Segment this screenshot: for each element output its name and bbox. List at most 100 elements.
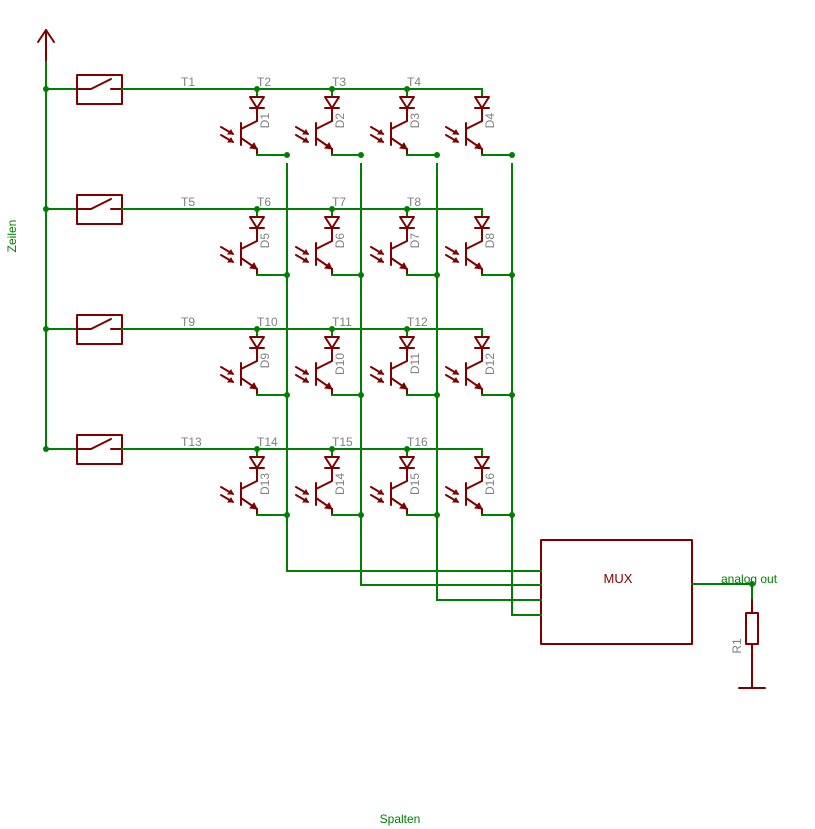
diode-label: D12	[483, 353, 497, 375]
diode-label: D11	[408, 353, 422, 374]
emitter-arrow	[474, 262, 483, 270]
transistor-collector	[240, 240, 258, 250]
junction-dot	[509, 152, 515, 158]
junction-dot	[284, 152, 290, 158]
transistor-collector	[390, 480, 408, 490]
diode-symbol	[474, 96, 490, 109]
switch-contact	[90, 78, 112, 90]
columns-label: Spalten	[380, 812, 421, 826]
light-arrowhead	[377, 129, 384, 135]
switch-contact	[90, 198, 112, 210]
diode-symbol	[474, 336, 490, 349]
light-arrowhead	[227, 257, 234, 263]
light-arrowhead	[452, 129, 459, 135]
cell-label: T11	[332, 315, 352, 329]
light-arrowhead	[377, 497, 384, 503]
diode-symbol	[324, 456, 340, 469]
transistor-collector	[465, 120, 483, 130]
light-arrowhead	[302, 249, 309, 255]
emitter-arrow	[249, 142, 258, 150]
diode-symbol	[474, 456, 490, 469]
multiplexer: MUX	[540, 539, 693, 645]
light-arrowhead	[377, 257, 384, 263]
junction-dot	[358, 152, 364, 158]
emitter-arrow	[474, 382, 483, 390]
cell-label: T12	[407, 315, 428, 329]
transistor-collector	[240, 480, 258, 490]
mux-label: MUX	[604, 571, 633, 586]
emitter-arrow	[474, 142, 483, 150]
emitter-arrow	[324, 382, 333, 390]
light-arrowhead	[302, 137, 309, 143]
cell-label: T10	[257, 315, 278, 329]
transistor-collector	[465, 360, 483, 370]
light-arrowhead	[377, 377, 384, 383]
diode-symbol	[399, 96, 415, 109]
emitter-arrow	[399, 502, 408, 510]
diode-symbol	[249, 216, 265, 229]
row-switch-label: T13	[181, 435, 202, 449]
row-switch-label: T5	[181, 195, 195, 209]
transistor-collector	[315, 240, 333, 250]
emitter-arrow	[324, 262, 333, 270]
light-arrowhead	[452, 249, 459, 255]
diode-label: D2	[333, 113, 347, 129]
resistor-r1	[745, 612, 759, 645]
diode-label: D10	[333, 353, 347, 375]
diode-label: D14	[333, 473, 347, 495]
switch-contact	[90, 318, 112, 330]
supply-arrow	[37, 29, 55, 63]
light-arrowhead	[452, 257, 459, 263]
light-arrowhead	[302, 129, 309, 135]
light-arrowhead	[377, 369, 384, 375]
diode-label: D13	[258, 473, 272, 495]
transistor-collector	[315, 120, 333, 130]
diode-label: D7	[408, 233, 422, 249]
diode-symbol	[399, 216, 415, 229]
diode-symbol	[474, 216, 490, 229]
diode-symbol	[399, 336, 415, 349]
cell-label: T2	[257, 75, 271, 89]
cell-label: T8	[407, 195, 421, 209]
diode-label: D9	[258, 353, 272, 369]
transistor-collector	[465, 480, 483, 490]
cell-label: T16	[407, 435, 428, 449]
cell-label: T3	[332, 75, 346, 89]
transistor-collector	[240, 360, 258, 370]
output-stage: analog out R1	[691, 572, 778, 689]
light-arrowhead	[452, 369, 459, 375]
light-arrowhead	[452, 497, 459, 503]
rows-label: Zeilen	[5, 220, 19, 253]
cell-label: T14	[257, 435, 278, 449]
cell-label: T7	[332, 195, 346, 209]
light-arrowhead	[452, 489, 459, 495]
light-arrowhead	[377, 489, 384, 495]
emitter-arrow	[249, 382, 258, 390]
transistor-collector	[465, 240, 483, 250]
diode-label: D8	[483, 233, 497, 249]
diode-symbol	[399, 456, 415, 469]
light-arrowhead	[227, 489, 234, 495]
cell-label: T15	[332, 435, 353, 449]
cell-label: T4	[407, 75, 421, 89]
diode-label: D3	[408, 113, 422, 129]
emitter-arrow	[249, 502, 258, 510]
emitter-arrow	[399, 262, 408, 270]
light-arrowhead	[377, 249, 384, 255]
light-arrowhead	[377, 137, 384, 143]
diode-symbol	[249, 336, 265, 349]
row-switch-label: T1	[181, 75, 195, 89]
light-arrowhead	[302, 497, 309, 503]
diode-label: D5	[258, 233, 272, 249]
emitter-arrow	[399, 382, 408, 390]
diode-label: D16	[483, 473, 497, 495]
row-switch-label: T9	[181, 315, 195, 329]
light-arrowhead	[227, 377, 234, 383]
transistor-collector	[390, 240, 408, 250]
diode-label: D4	[483, 113, 497, 129]
junction-dot	[434, 152, 440, 158]
light-arrowhead	[227, 497, 234, 503]
emitter-arrow	[249, 262, 258, 270]
diode-symbol	[249, 456, 265, 469]
